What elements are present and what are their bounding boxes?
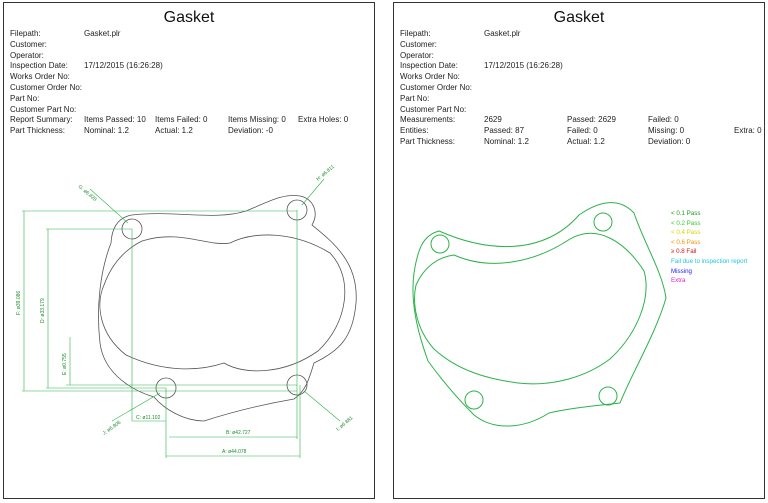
filepath-value: Gasket.plr xyxy=(84,29,121,38)
filepath-value: Gasket.plr xyxy=(484,29,521,38)
measurements-failed: Failed: 0 xyxy=(648,115,679,125)
dim-label-e: E: ø0.755 xyxy=(62,353,68,375)
legend-item: ≥ 0.8 Fail xyxy=(671,248,697,256)
thickness-nominal: Nominal: 1.2 xyxy=(84,126,129,136)
part-thickness-label: Part Thickness: xyxy=(400,136,455,146)
legend-item: < 0.1 Pass xyxy=(671,210,701,217)
overlay-outer-outline xyxy=(412,202,667,427)
dim-label-d: D: ø33.179 xyxy=(40,298,46,323)
entities-missing: Missing: 0 xyxy=(648,126,685,136)
legend-item: Missing xyxy=(671,267,692,275)
legend-item: Extra xyxy=(671,277,686,285)
customer-order-label: Customer Order No: xyxy=(10,82,83,92)
entities-label: Entities: xyxy=(400,126,429,136)
entities-failed: Failed: 0 xyxy=(567,126,598,136)
works-order-label: Works Order No: xyxy=(10,72,70,82)
dim-label-j: J: ø6.806 xyxy=(102,420,123,437)
customer-label: Customer: xyxy=(400,39,437,49)
part-thickness-label: Part Thickness: xyxy=(10,126,65,136)
dim-label-i: I: ø6.881 xyxy=(335,415,354,432)
part-no-label: Part No: xyxy=(400,93,430,103)
thickness-actual: Actual: 1.2 xyxy=(155,126,193,136)
gasket-outer-outline xyxy=(98,195,357,422)
gasket-overlay-drawing xyxy=(412,202,667,427)
inspection-date-label: Inspection Date: xyxy=(10,61,68,71)
overlay-hole-top-left xyxy=(430,234,450,254)
entities-extra: Extra: 0 xyxy=(734,126,762,136)
page-title: Gasket xyxy=(163,9,215,26)
items-missing: Items Missing: 0 xyxy=(228,115,286,125)
left-report-page: Gasket Filepath: Gasket.plr Customer: Ope… xyxy=(3,2,375,499)
gasket-drawing: G: ø6.828 H: ø6.811 F: ø39.086 D: ø33.17… xyxy=(16,164,357,458)
dim-label-h: H: ø6.811 xyxy=(315,164,336,183)
overlay-hole-bottom-left xyxy=(464,390,484,410)
operator-label: Operator: xyxy=(400,50,434,60)
part-no-label: Part No: xyxy=(10,93,40,103)
inspection-date-label: Inspection Date: xyxy=(400,61,458,71)
overlay-inner-opening xyxy=(414,232,647,385)
filepath-label: Filepath: xyxy=(400,29,431,38)
items-failed: Items Failed: 0 xyxy=(155,115,208,125)
measurements-passed: Passed: 2629 xyxy=(567,115,616,125)
right-report-page: Gasket Filepath: Gasket.plr Customer: Ope… xyxy=(393,2,765,499)
customer-order-label: Customer Order No: xyxy=(400,82,473,92)
dim-label-a: A: ø44.078 xyxy=(222,449,247,455)
thickness-actual: Actual: 1.2 xyxy=(567,136,605,146)
overlay-hole-bottom-right xyxy=(598,386,618,406)
thickness-nominal: Nominal: 1.2 xyxy=(484,136,529,146)
customer-part-label: Customer Part No: xyxy=(10,104,77,114)
items-passed: Items Passed: 10 xyxy=(84,115,146,125)
measurements-value: 2629 xyxy=(484,115,502,125)
filepath-label: Filepath: xyxy=(10,29,41,38)
operator-label: Operator: xyxy=(10,50,44,60)
customer-label: Customer: xyxy=(10,39,47,49)
entities-passed: Passed: 87 xyxy=(484,126,525,136)
legend-item: < 0.4 Pass xyxy=(671,229,701,237)
inspection-date-value: 17/12/2015 (16:26:28) xyxy=(484,61,563,71)
thickness-deviation: Deviation: 0 xyxy=(648,136,691,146)
thickness-deviation: Deviation: -0 xyxy=(228,126,273,136)
dim-label-f: F: ø39.086 xyxy=(16,291,22,315)
report-summary-label: Report Summary: xyxy=(10,115,73,125)
inspection-date-value: 17/12/2015 (16:26:28) xyxy=(84,61,163,71)
overlay-hole-top-right xyxy=(593,212,613,232)
legend-item: < 0.2 Pass xyxy=(671,219,701,227)
gasket-inner-opening xyxy=(99,234,346,372)
legend-item: Fail due to inspection report xyxy=(671,257,748,265)
dim-label-b: B: ø42.727 xyxy=(226,430,251,436)
extra-holes: Extra Holes: 0 xyxy=(298,115,349,125)
legend-item: < 0.6 Pass xyxy=(671,238,701,246)
dim-label-c: C: ø11.102 xyxy=(136,415,161,421)
tolerance-legend: < 0.1 Pass < 0.2 Pass < 0.4 Pass < 0.6 P… xyxy=(671,209,747,286)
works-order-label: Works Order No: xyxy=(400,72,460,82)
customer-part-label: Customer Part No: xyxy=(400,104,467,114)
measurements-label: Measurements: xyxy=(400,115,456,125)
page-title: Gasket xyxy=(553,9,605,26)
